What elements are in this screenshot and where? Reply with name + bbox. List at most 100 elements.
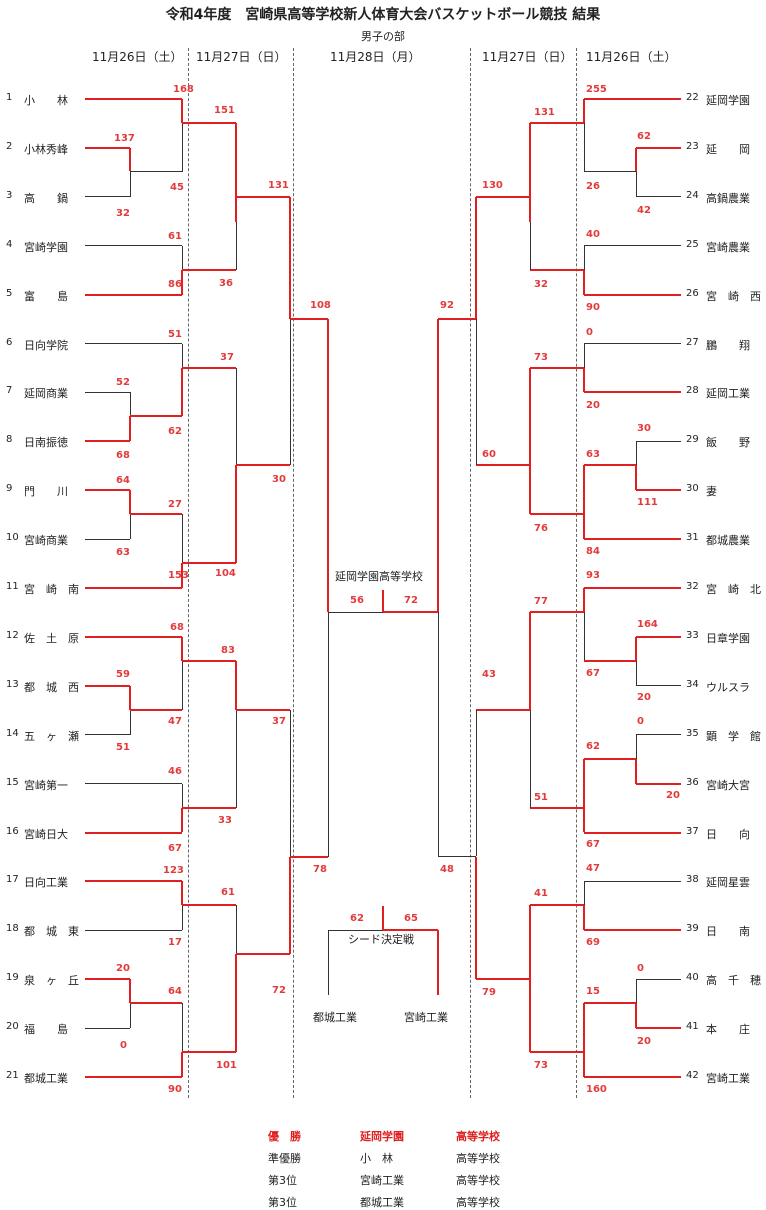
team-number: 4 — [6, 238, 13, 250]
score-label: 30 — [637, 423, 651, 434]
bracket-line — [85, 146, 130, 149]
team-name: 延岡学園 — [706, 94, 750, 107]
team-number: 29 — [686, 434, 699, 446]
score-label: 36 — [219, 278, 233, 289]
bracket-line — [583, 514, 585, 540]
team-number: 1 — [6, 92, 13, 103]
team-name: 飯 野 — [706, 436, 750, 450]
score-label: 42 — [637, 205, 651, 216]
bracket-line — [236, 708, 290, 711]
bracket-line — [530, 904, 584, 907]
bracket-line — [529, 221, 531, 270]
bracket-line — [289, 709, 291, 857]
bracket-line — [583, 367, 585, 393]
bracket-line — [182, 904, 236, 907]
score-label: 40 — [586, 229, 600, 240]
team-number: 13 — [6, 678, 19, 690]
score-label: 79 — [482, 987, 496, 998]
score-label: 78 — [313, 864, 327, 875]
score-label: 32 — [534, 279, 548, 290]
bracket-line — [85, 635, 182, 638]
score-label: 68 — [170, 622, 184, 633]
team-name: 宮 崎 北 — [706, 583, 761, 596]
team-number: 24 — [686, 189, 699, 201]
bracket-line — [129, 514, 131, 540]
score-label: 61 — [168, 231, 182, 242]
bracket-line — [636, 440, 681, 442]
score-label: 51 — [116, 742, 130, 753]
score-label: 63 — [586, 449, 600, 460]
bracket-line — [290, 317, 328, 320]
score-label: 20 — [666, 790, 680, 801]
bracket-line — [85, 734, 130, 736]
bracket-line — [129, 685, 131, 710]
bracket-line — [85, 978, 130, 981]
bracket-line — [181, 881, 183, 906]
bracket-line — [583, 612, 585, 661]
bracket-line — [438, 317, 476, 320]
bracket-line — [130, 708, 182, 711]
bracket-line — [85, 587, 182, 589]
date-nov27-right: 11月27日（日） — [482, 50, 573, 64]
bracket-line — [475, 196, 477, 319]
team-name: ウルスラ — [706, 680, 750, 694]
bracket-line — [129, 1003, 131, 1029]
bracket-line — [235, 465, 237, 564]
team-name: 佐 土 原 — [24, 631, 79, 645]
bracket-line — [584, 880, 681, 882]
bracket-line — [85, 391, 130, 393]
bracket-line — [635, 465, 637, 491]
bracket-line — [85, 783, 182, 785]
bracket-line — [584, 538, 681, 541]
bracket-line — [235, 905, 237, 955]
bracket-line — [584, 464, 636, 467]
score-label: 0 — [586, 327, 593, 338]
bracket-line — [181, 367, 183, 417]
champion-label: 延岡学園高等学校 — [335, 570, 423, 583]
bracket-line — [289, 318, 291, 466]
score-label: 26 — [586, 181, 600, 192]
team-name: 宮崎大宮 — [706, 778, 750, 792]
score-label: 93 — [586, 570, 600, 581]
date-nov27-left: 11月27日（日） — [196, 50, 287, 64]
score-label: 15 — [586, 986, 600, 997]
score-label: 64 — [168, 986, 182, 997]
division-label: 男子の部 — [361, 30, 405, 43]
result-type: 高等学校 — [456, 1196, 500, 1209]
score-label: 33 — [218, 815, 232, 826]
team-number: 15 — [6, 776, 19, 788]
team-number: 23 — [686, 140, 699, 152]
bracket-line — [130, 171, 182, 173]
bracket-line — [583, 905, 585, 931]
team-number: 40 — [686, 972, 699, 984]
page-title: 令和4年度 宮崎県高等学校新人体育大会バスケットボール競技 結果 — [165, 7, 601, 23]
team-name: 宮崎第一 — [24, 778, 68, 792]
final-score-right: 72 — [404, 595, 418, 606]
seed-team-left: 都城工業 — [313, 1011, 357, 1024]
score-label: 20 — [637, 692, 651, 703]
bracket-line — [529, 954, 531, 1053]
score-label: 64 — [116, 475, 130, 486]
bracket-line — [85, 831, 182, 834]
team-name: 日向学院 — [24, 338, 68, 352]
bracket-line — [476, 195, 530, 198]
bracket-line — [182, 122, 236, 124]
bracket-line — [85, 538, 130, 540]
team-number: 10 — [6, 532, 19, 544]
bracket-line — [328, 611, 383, 613]
score-label: 164 — [637, 619, 658, 630]
bracket-line — [584, 831, 681, 834]
bracket-line — [181, 514, 183, 564]
team-number: 35 — [686, 727, 699, 739]
result-school: 宮崎工業 — [360, 1174, 404, 1187]
team-number: 22 — [686, 92, 699, 103]
result-school: 延岡学園 — [360, 1130, 404, 1143]
team-name: 顕 学 館 — [706, 729, 761, 743]
score-label: 47 — [586, 863, 600, 874]
bracket-line — [530, 366, 584, 369]
bracket-line — [327, 612, 329, 857]
score-label: 111 — [637, 497, 658, 508]
bracket-line — [181, 99, 183, 123]
score-label: 37 — [220, 352, 234, 363]
bracket-line — [636, 734, 681, 736]
